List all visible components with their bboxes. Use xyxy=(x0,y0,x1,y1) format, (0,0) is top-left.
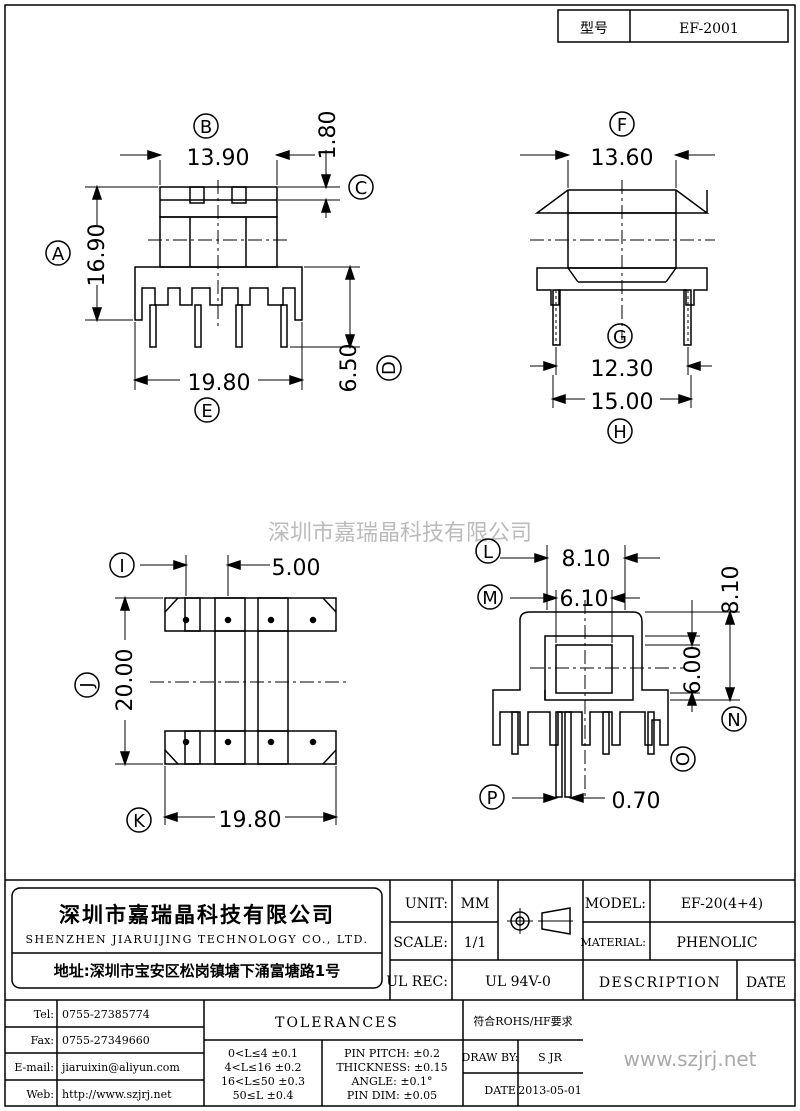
label-D-circle xyxy=(376,355,402,381)
dim-H-value: 15.00 xyxy=(591,390,654,415)
web-label: Web: xyxy=(26,1088,54,1101)
tel-label: Tel: xyxy=(34,1008,54,1021)
company-address: 地址:深圳市宝安区松岗镇塘下涌富塘路1号 xyxy=(54,962,340,980)
fax-label: Fax: xyxy=(31,1034,54,1047)
label-P-circle xyxy=(479,784,505,810)
ulrec-value: UL 94V-0 xyxy=(485,974,551,990)
label-K-circle xyxy=(126,807,152,833)
drawby-label: DRAW BY: xyxy=(462,1051,519,1064)
label-L: L xyxy=(483,542,493,563)
label-A: A xyxy=(52,244,65,265)
dim-J-value: 20.00 xyxy=(113,649,138,712)
view-top: 5.00 I 20.00 J 19.80 K xyxy=(74,552,350,833)
scale-label: SCALE: xyxy=(393,935,448,951)
dim-G-value: 12.30 xyxy=(591,357,654,382)
date-value: 2013-05-01 xyxy=(518,1084,581,1097)
tel-value: 0755-27385774 xyxy=(62,1008,150,1021)
view-section: 8.10 L 6.10 M 6.00 N 8.10 O xyxy=(475,538,747,814)
material-label: MATERIAL: xyxy=(580,936,646,949)
ulrec-label: UL REC: xyxy=(386,974,448,990)
type-label: 型号 xyxy=(580,21,608,37)
dim-P-value: 0.70 xyxy=(612,789,661,814)
label-E-circle xyxy=(194,397,220,423)
company-name-cn: 深圳市嘉瑞晶科技有限公司 xyxy=(59,903,335,927)
watermark-company: 深圳市嘉瑞晶科技有限公司 xyxy=(268,521,532,546)
tol-spec-4: PIN DIM: ±0.05 xyxy=(347,1089,437,1102)
dim-M-value: 6.10 xyxy=(560,587,609,612)
label-A-circle xyxy=(45,240,71,266)
company-name-en: SHENZHEN JIARUIJING TECHNOLOGY CO., LTD. xyxy=(25,933,368,946)
date-header: DATE xyxy=(746,975,786,991)
label-C: C xyxy=(355,178,368,199)
model-value: EF-20(4+4) xyxy=(681,896,763,912)
label-K: K xyxy=(133,811,146,832)
tolerances-title: TOLERANCES xyxy=(275,1015,399,1031)
dim-O-value: 8.10 xyxy=(719,566,744,615)
label-H: H xyxy=(613,422,627,443)
material-value: PHENOLIC xyxy=(676,935,757,951)
dim-A-value: 16.90 xyxy=(85,224,110,287)
tol-spec-3: ANGLE: ±0.1° xyxy=(350,1075,432,1088)
scale-value: 1/1 xyxy=(464,935,487,951)
model-label: MODEL: xyxy=(585,896,646,912)
view-front: 13.90 B 1.80 C 16.90 A 6.50 D xyxy=(45,111,402,423)
label-N-circle xyxy=(721,706,747,732)
label-G: G xyxy=(613,327,627,348)
label-I: I xyxy=(119,556,124,577)
label-G-circle xyxy=(607,323,633,349)
label-J: J xyxy=(77,682,98,688)
dim-N-value: 6.00 xyxy=(681,646,706,695)
dim-L-value: 8.10 xyxy=(562,547,611,572)
label-I-circle xyxy=(109,552,135,578)
view-side: 13.60 F G 12.30 15.00 H xyxy=(520,111,715,444)
watermark-url: www.szjrj.net xyxy=(623,1047,756,1071)
unit-value: MM xyxy=(461,896,490,912)
label-M-circle xyxy=(477,584,503,610)
tol-spec-2: THICKNESS: ±0.15 xyxy=(336,1061,447,1074)
dim-F-value: 13.60 xyxy=(591,146,654,171)
label-B: B xyxy=(200,117,212,138)
label-J-circle xyxy=(74,672,100,698)
label-C-circle xyxy=(348,174,374,200)
dim-C-value: 1.80 xyxy=(316,111,341,160)
label-N: N xyxy=(727,710,740,731)
tol-row-3: 16<L≤50 ±0.3 xyxy=(221,1075,305,1088)
dim-K-value: 19.80 xyxy=(219,808,282,833)
label-O-circle xyxy=(670,746,696,772)
projection-symbol xyxy=(507,907,573,935)
type-value: EF-2001 xyxy=(679,21,739,37)
dim-E-value: 19.80 xyxy=(188,371,251,396)
tol-spec-1: PIN PITCH: ±0.2 xyxy=(344,1047,440,1060)
email-label: E-mail: xyxy=(14,1061,54,1074)
label-H-circle xyxy=(607,418,633,444)
tol-row-2: 4<L≤16 ±0.2 xyxy=(225,1061,302,1074)
dim-D-value: 6.50 xyxy=(337,344,362,393)
date-label: DATE: xyxy=(484,1084,519,1097)
label-O: O xyxy=(673,752,694,766)
label-F: F xyxy=(617,115,627,136)
label-E: E xyxy=(201,401,212,422)
label-F-circle xyxy=(609,111,635,137)
unit-label: UNIT: xyxy=(405,896,448,912)
type-box: 型号 EF-2001 xyxy=(557,9,789,43)
fax-value: 0755-27349660 xyxy=(62,1034,150,1047)
label-D: D xyxy=(379,361,400,375)
page-border xyxy=(4,4,796,1107)
dim-I-value: 5.00 xyxy=(272,556,321,581)
label-L-circle xyxy=(475,538,501,564)
email-value: jiaruixin@aliyun.com xyxy=(60,1061,180,1074)
title-block: 深圳市嘉瑞晶科技有限公司 SHENZHEN JIARUIJING TECHNOL… xyxy=(5,879,795,1106)
label-P: P xyxy=(487,788,498,809)
description-header: DESCRIPTION xyxy=(599,975,721,991)
label-B-circle xyxy=(193,113,219,139)
web-value: http://www.szjrj.net xyxy=(62,1088,172,1101)
dim-B-value: 13.90 xyxy=(187,146,250,171)
tol-row-1: 0<L≤4 ±0.1 xyxy=(228,1047,298,1060)
tol-row-4: 50≤L ±0.4 xyxy=(233,1089,294,1102)
drawby-value: S JR xyxy=(538,1051,562,1064)
label-M: M xyxy=(482,588,498,609)
rohs-note: 符合ROHS/HF要求 xyxy=(473,1014,572,1028)
